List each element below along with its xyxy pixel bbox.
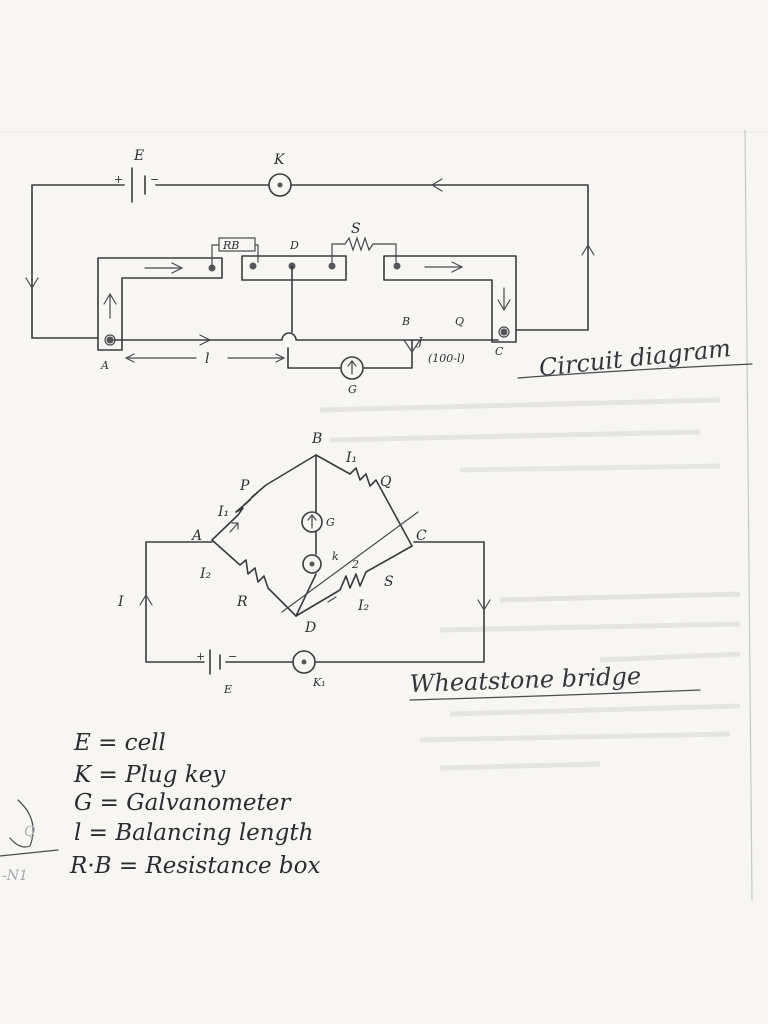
resistance-box: RB (211, 237, 259, 269)
plug-key-k: K (268, 152, 292, 197)
bridge-arm-q: Q (380, 474, 392, 490)
bridge-outer-circuit (139, 522, 491, 675)
end-a-label: A (100, 359, 109, 372)
bridge-current-i2-left: I₂ (199, 566, 212, 582)
legend-item-key: K = Plug key (73, 762, 226, 788)
bridge-cell-label: E (223, 683, 232, 696)
bridge-jockey-number: 2 (351, 558, 359, 571)
end-c-label: C (495, 345, 504, 358)
page-shadow (0, 129, 768, 901)
circuit-diagram: E + − K D RB (25, 148, 753, 396)
point-d-label: D (289, 239, 299, 252)
bridge-current-i1-upper: I₁ (345, 450, 357, 466)
bridge-labels: B A C D P Q R S I₁ I₁ I₂ I₂ I G k 2 E K₁… (117, 431, 427, 696)
left-copper-strip (97, 257, 223, 351)
bridge-galvanometer-label: G (326, 516, 335, 529)
key-label: K (273, 152, 286, 168)
legend-item-galvanometer: G = Galvanometer (74, 790, 292, 816)
bridge-node-a: A (190, 528, 202, 544)
bridge-current-i2-right: I₂ (357, 598, 370, 614)
bridge-arm-s: S (384, 574, 394, 590)
length-markers: A C l (100-l) (100, 345, 504, 372)
bridge-arms (211, 454, 419, 617)
cell-e: E + − (114, 148, 159, 203)
bridge-current-i1-lower: I₁ (217, 504, 229, 520)
bridge-minus-sign: − (228, 650, 237, 663)
bridge-node-d: D (304, 620, 316, 636)
legend-item-length: l = Balancing length (74, 820, 313, 846)
middle-copper-strip: D (241, 239, 347, 281)
bridge-current-i: I (117, 594, 124, 610)
resistor-s-label: S (351, 221, 361, 237)
right-copper-strip (383, 255, 517, 343)
galvanometer-label: G (348, 383, 357, 396)
legend-item-cell: E = cell (73, 730, 166, 756)
bridge-jockey-label: k (332, 550, 339, 563)
bridge-key-label: K₁ (312, 676, 326, 689)
margin-mark-q: Q (24, 824, 36, 840)
bleed-through-text (319, 397, 741, 771)
point-b-label: B (401, 315, 410, 328)
bridge-node-b: B (311, 431, 322, 447)
circuit-caption-group: Circuit diagram (517, 334, 753, 382)
cell-label: E (133, 148, 144, 164)
remaining-length-label: (100-l) (428, 352, 465, 365)
galvanometer-branch: G (287, 265, 421, 396)
cell-minus-sign: − (150, 173, 159, 186)
meter-bridge-wire: B Q J (113, 315, 499, 348)
bridge-caption-group: Wheatstone bridge (409, 662, 701, 701)
bridge-node-c: C (416, 528, 427, 544)
legend: E = cell K = Plug key G = Galvanometer l… (69, 730, 320, 879)
margin-mark-n1: -N1 (2, 868, 28, 884)
terminal-a (106, 336, 114, 344)
bridge-plus-sign: + (196, 650, 205, 663)
cell-plus-sign: + (114, 173, 123, 186)
bridge-jockey-key (302, 554, 322, 574)
bridge-arm-p: P (239, 478, 250, 494)
outer-loop-wire (25, 178, 595, 339)
bridge-caption: Wheatstone bridge (409, 662, 641, 698)
resistor-s: S (331, 221, 397, 263)
bridge-galvanometer (301, 511, 323, 533)
legend-item-resistance-box: R·B = Resistance box (69, 853, 320, 879)
resistance-box-label: RB (222, 239, 239, 252)
point-q-label: Q (455, 315, 464, 328)
balancing-length-label: l (205, 351, 209, 367)
margin-marks: Q -N1 (0, 799, 59, 884)
bridge-arm-r: R (236, 594, 248, 610)
